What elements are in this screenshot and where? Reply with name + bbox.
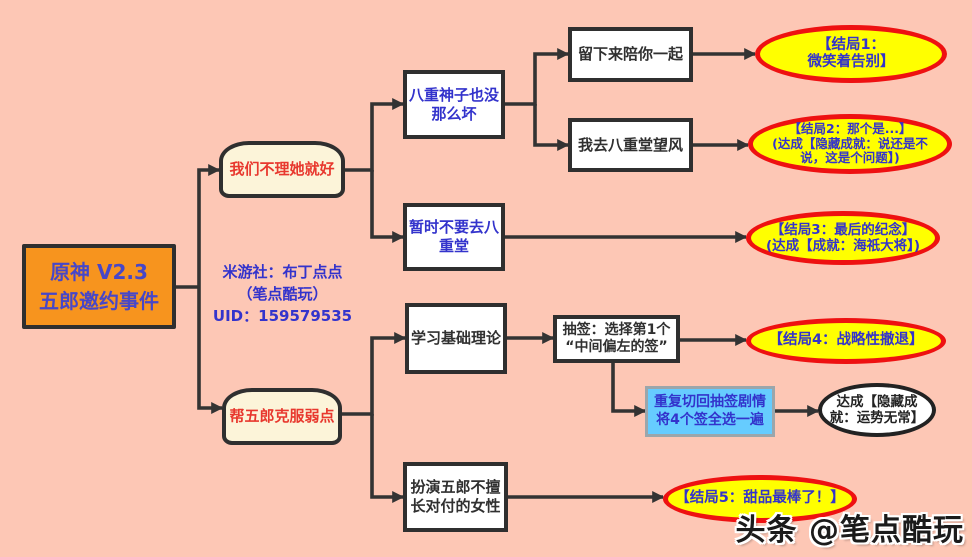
ending-3-label: 【结局3：最后的纪念】 (达成【成就：海祇大将】) <box>765 221 921 254</box>
ending-1-smile-farewell: 【结局1： 微笑着告别】 <box>755 25 947 83</box>
node-help-gorou-label: 帮五郎克服弱点 <box>229 407 335 426</box>
node-roleplay-label: 扮演五郎不擅 长对付的女性 <box>410 478 501 515</box>
hidden-achievement-label: 达成【隐藏成 就：运势无常】 <box>829 393 925 426</box>
author-annotation: 米游社：布丁点点 （笔点酷玩） UID：159579535 <box>212 263 353 325</box>
node-yae-not-bad-label: 八重神子也没 那么坏 <box>408 85 499 123</box>
node-stay-with-you: 留下来陪你一起 <box>568 27 693 82</box>
ending-5-desserts-best: 【结局5：甜品最棒了！】 <box>663 475 857 523</box>
ending-4-strategic-retreat: 【结局4：战略性撤退】 <box>746 318 946 364</box>
ending-2-label: 【结局2：那个是...】 (达成【隐藏成就：说还是不 说，这是个问题】) <box>772 121 928 166</box>
node-draw-lots: 抽签：选择第1个 “中间偏左的签” <box>553 315 680 363</box>
node-stay-with-you-label: 留下来陪你一起 <box>577 45 683 64</box>
node-repeat-draw: 重复切回抽签剧情 将4个签全选一遍 <box>645 386 775 437</box>
node-lookout-label: 我去八重堂望风 <box>577 135 683 154</box>
node-lookout: 我去八重堂望风 <box>568 118 693 172</box>
node-draw-lots-label: 抽签：选择第1个 “中间偏左的签” <box>562 321 671 356</box>
ending-3-last-memento: 【结局3：最后的纪念】 (达成【成就：海祇大将】) <box>746 211 940 265</box>
ending-5-label: 【结局5：甜品最棒了！】 <box>675 490 845 507</box>
node-roleplay: 扮演五郎不擅 长对付的女性 <box>403 462 508 532</box>
toutiao-watermark: 头条 @笔点酷玩 <box>735 513 964 548</box>
node-ignore-her-label: 我们不理她就好 <box>229 160 335 179</box>
ending-1-label: 【结局1： 微笑着告别】 <box>807 36 895 70</box>
node-dont-go-yae-label: 暂时不要去八 重堂 <box>408 218 499 255</box>
node-help-gorou: 帮五郎克服弱点 <box>222 388 342 445</box>
ending-4-label: 【结局4：战略性撤退】 <box>768 332 924 349</box>
node-ignore-her: 我们不理她就好 <box>219 141 345 198</box>
node-dont-go-yae: 暂时不要去八 重堂 <box>403 203 505 271</box>
hidden-achievement-node: 达成【隐藏成 就：运势无常】 <box>818 383 936 437</box>
ending-2-hidden-achievement: 【结局2：那个是...】 (达成【隐藏成就：说还是不 说，这是个问题】) <box>748 114 952 174</box>
node-study-theory: 学习基础理论 <box>405 303 507 374</box>
node-study-theory-label: 学习基础理论 <box>410 329 501 348</box>
root-node-genshin-event: 原神 V2.3 五郎邀约事件 <box>22 244 176 329</box>
node-yae-not-bad: 八重神子也没 那么坏 <box>403 70 505 139</box>
node-repeat-draw-label: 重复切回抽签剧情 将4个签全选一遍 <box>654 394 766 428</box>
root-node-label: 原神 V2.3 五郎邀约事件 <box>39 259 159 313</box>
